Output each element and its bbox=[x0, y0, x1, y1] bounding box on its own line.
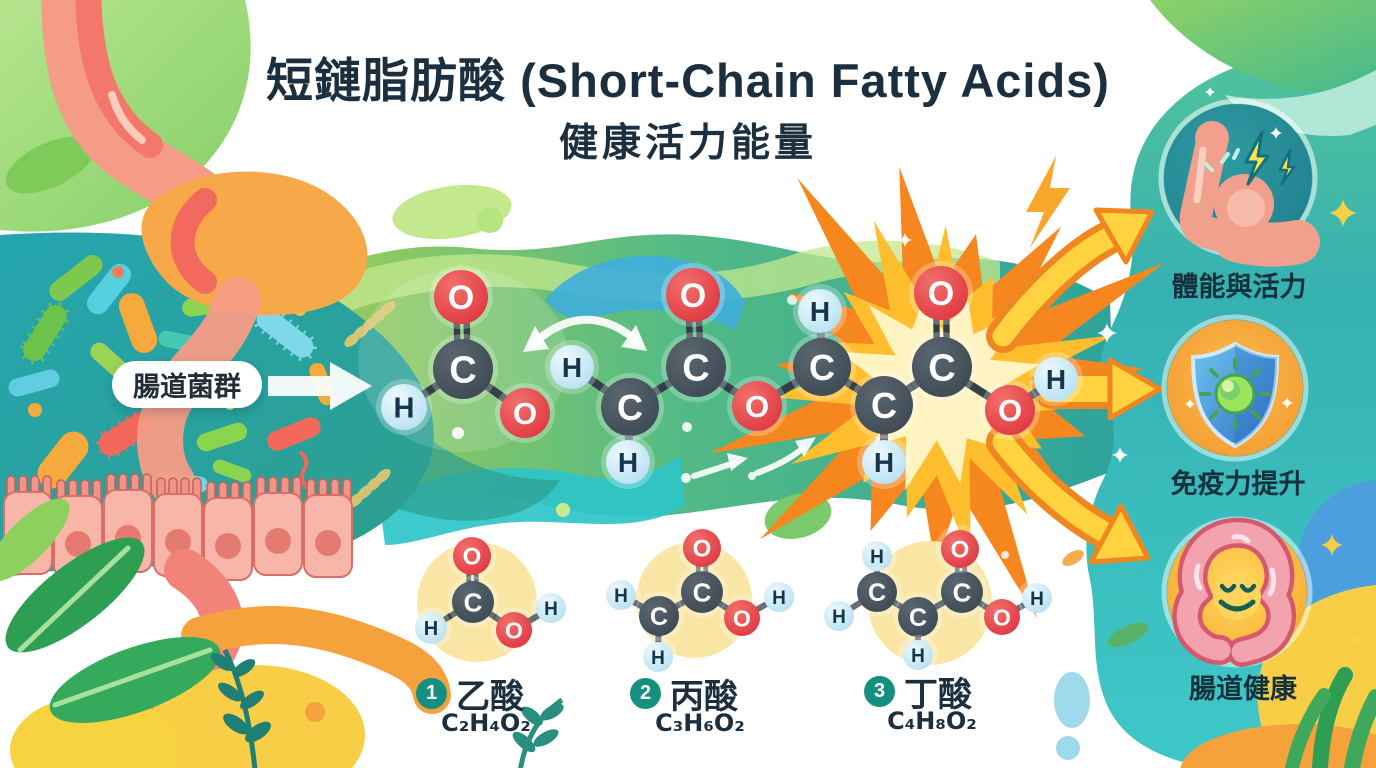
source-arrow bbox=[268, 362, 372, 410]
benefit-label-energy: 體能與活力 bbox=[1171, 272, 1307, 302]
atom-label: C bbox=[617, 387, 643, 428]
acid-row-acetic: 1 乙酸 bbox=[416, 669, 524, 718]
atom-label: O bbox=[733, 605, 751, 631]
atom-label: H bbox=[1030, 589, 1044, 610]
atom-label: H bbox=[651, 648, 665, 669]
smiley-face bbox=[1218, 583, 1257, 612]
muscle-icon bbox=[1158, 98, 1320, 267]
page-title: 短鏈脂肪酸 (Short-Chain Fatty Acids) bbox=[266, 54, 1110, 107]
gut-icon bbox=[1161, 516, 1313, 668]
atom-label: H bbox=[870, 547, 884, 568]
wheat-fiber-decoration bbox=[344, 301, 396, 508]
acid-name: 乙酸 bbox=[456, 678, 524, 716]
number-badge: 1 bbox=[416, 678, 447, 709]
atom-label: H bbox=[911, 646, 925, 667]
atom-label: C bbox=[809, 347, 835, 388]
atom-label: O bbox=[951, 537, 970, 564]
shield-icon bbox=[1161, 314, 1309, 462]
atom-label: C bbox=[682, 348, 709, 390]
acid-formula: C₃H₆O₂ bbox=[655, 709, 745, 737]
arrow-head-right bbox=[1107, 357, 1163, 421]
virus-icon bbox=[1199, 358, 1271, 430]
atom-label: O bbox=[463, 544, 482, 571]
benefit-label-gut-health: 腸道健康 bbox=[1189, 674, 1297, 704]
atom-label: O bbox=[993, 604, 1011, 630]
atom-label: H bbox=[810, 296, 830, 327]
atom-label: C bbox=[868, 579, 886, 607]
atom-label: C bbox=[953, 577, 972, 607]
acid-formula: C₂H₄O₂ bbox=[441, 709, 531, 737]
atom-label: C bbox=[693, 577, 712, 607]
bottom-left-decoration bbox=[0, 498, 564, 768]
acid-name: 丁酸 bbox=[904, 676, 972, 714]
arrow-head-up bbox=[1093, 207, 1155, 265]
atom-label: H bbox=[394, 392, 415, 424]
sparkles bbox=[898, 85, 1362, 647]
arrow-head-down bbox=[1088, 503, 1151, 565]
atom-label: H bbox=[832, 607, 846, 628]
acid-name: 丙酸 bbox=[670, 678, 738, 716]
number-badge: 3 bbox=[864, 676, 895, 707]
benefit-label-immunity: 免疫力提升 bbox=[1170, 469, 1306, 499]
atom-label: O bbox=[693, 536, 712, 563]
atom-label: H bbox=[614, 586, 628, 607]
atom-label: H bbox=[874, 447, 894, 478]
atom-label: H bbox=[544, 599, 558, 620]
atom-label: C bbox=[464, 587, 483, 617]
atom-label: O bbox=[998, 393, 1022, 428]
acid-formula: C₄H₈O₂ bbox=[887, 707, 977, 735]
atom-label: C bbox=[871, 385, 897, 426]
atom-label: O bbox=[745, 389, 769, 424]
atom-label: C bbox=[909, 604, 927, 632]
reaction-flow-arrows bbox=[268, 295, 1009, 559]
gut-microbiota-label: 腸道菌群 bbox=[112, 361, 262, 408]
atom-label: O bbox=[680, 277, 706, 315]
atom-label: H bbox=[1046, 364, 1066, 395]
acid-row-propionic: 2 丙酸 bbox=[630, 669, 738, 718]
gut-microbiota-label-text: 腸道菌群 bbox=[133, 372, 241, 402]
atom-label: H bbox=[562, 352, 582, 383]
atom-label: O bbox=[448, 279, 474, 317]
atom-label: H bbox=[772, 588, 786, 609]
atom-label: C bbox=[449, 350, 476, 392]
atom-label: C bbox=[650, 603, 668, 631]
atom-label: H bbox=[618, 447, 638, 478]
atom-label: O bbox=[928, 275, 954, 313]
page-subtitle: 健康活力能量 bbox=[558, 122, 817, 165]
atom-label: C bbox=[928, 348, 955, 390]
atom-label: O bbox=[505, 617, 523, 643]
lightning-bolt-icon bbox=[1026, 156, 1070, 248]
number-badge: 2 bbox=[630, 678, 661, 709]
acid-row-butyric: 3 丁酸 bbox=[864, 667, 972, 716]
atom-label: O bbox=[513, 396, 537, 431]
atom-label: H bbox=[424, 618, 438, 640]
